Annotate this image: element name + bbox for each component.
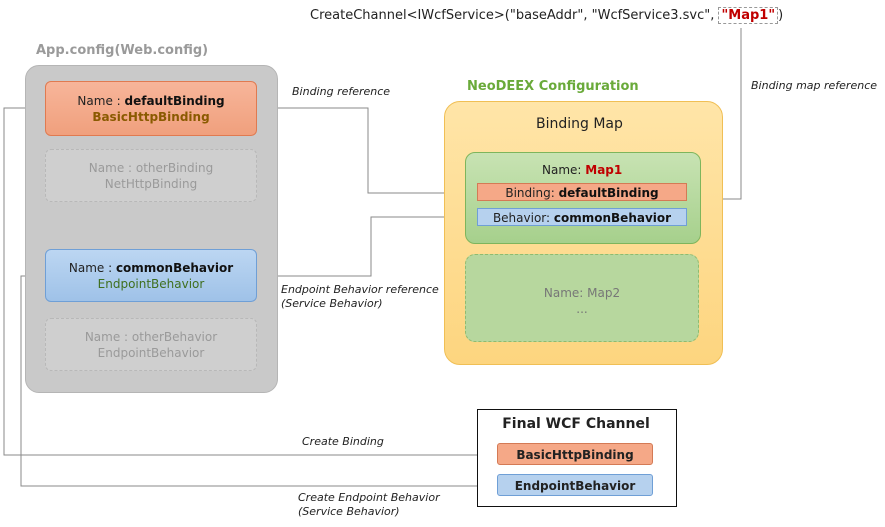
- map2-ellipsis: ...: [576, 302, 588, 316]
- create-behavior-sublabel: (Service Behavior): [298, 505, 400, 518]
- endpoint-reference-sublabel: (Service Behavior): [281, 297, 383, 310]
- map1-behavior-row: Behavior: commonBehavior: [477, 208, 687, 226]
- other-behavior-type: EndpointBehavior: [97, 346, 205, 360]
- other-binding-type: NetHttpBinding: [104, 177, 198, 191]
- binding-reference-label: Binding reference: [292, 85, 391, 98]
- common-behavior-type: EndpointBehavior: [97, 277, 205, 291]
- map1-binding-label: Binding:: [505, 186, 559, 200]
- endpoint-reference-label: Endpoint Behavior reference: [281, 283, 439, 296]
- map1-name: Map1: [585, 163, 623, 177]
- final-binding: BasicHttpBinding: [497, 443, 653, 465]
- binding-map-title: Binding Map: [536, 116, 623, 132]
- map1-name-line: Name: Map1: [542, 163, 622, 177]
- map-name-highlight: "Map1": [718, 7, 779, 24]
- map1-name-label: Name:: [542, 163, 586, 177]
- default-binding-type: BasicHttpBinding: [92, 110, 210, 124]
- default-binding-name: defaultBinding: [124, 94, 225, 108]
- binding-map-reference-label: Binding map reference: [751, 79, 878, 92]
- call-suffix: ): [778, 8, 784, 23]
- final-channel-title: Final WCF Channel: [502, 416, 650, 432]
- map1-binding-value: defaultBinding: [558, 186, 659, 200]
- call-close-quote: ": [768, 8, 776, 23]
- other-binding-box: Name : otherBinding NetHttpBinding: [45, 149, 257, 202]
- map2-name: Name: Map2: [543, 286, 621, 300]
- call-open-quote: ": [721, 8, 729, 23]
- common-behavior-box: Name : commonBehavior EndpointBehavior: [45, 249, 257, 302]
- default-binding-box: Name : defaultBinding BasicHttpBinding: [45, 81, 257, 136]
- app-config-title: App.config(Web.config): [36, 43, 209, 58]
- other-binding-name: Name : otherBinding: [88, 161, 214, 175]
- call-prefix: CreateChannel<IWcfService>("baseAddr", "…: [310, 8, 719, 23]
- neodeex-title: NeoDEEX Configuration: [467, 79, 639, 94]
- create-channel-call: CreateChannel<IWcfService>("baseAddr", "…: [310, 7, 783, 24]
- default-binding-name-label: Name :: [77, 94, 125, 108]
- common-behavior-name-label: Name :: [68, 261, 116, 275]
- endpoint-reference-line: [259, 216, 477, 280]
- map2-box: Name: Map2 ...: [465, 254, 699, 342]
- call-map-name: Map1: [728, 8, 769, 23]
- other-behavior-name: Name : otherBehavior: [84, 330, 218, 344]
- create-binding-label: Create Binding: [302, 435, 384, 448]
- final-behavior: EndpointBehavior: [497, 474, 653, 496]
- map1-behavior-value: commonBehavior: [553, 211, 672, 225]
- default-binding-name-line: Name : defaultBinding: [46, 93, 256, 109]
- common-behavior-name-line: Name : commonBehavior: [46, 260, 256, 276]
- create-behavior-label: Create Endpoint Behavior: [298, 491, 440, 504]
- map1-behavior-label: Behavior:: [492, 211, 554, 225]
- common-behavior-name: commonBehavior: [115, 261, 234, 275]
- other-behavior-box: Name : otherBehavior EndpointBehavior: [45, 318, 257, 371]
- binding-reference-line: [259, 104, 477, 194]
- map1-binding-row: Binding: defaultBinding: [477, 183, 687, 201]
- create-binding-line: [3, 107, 496, 459]
